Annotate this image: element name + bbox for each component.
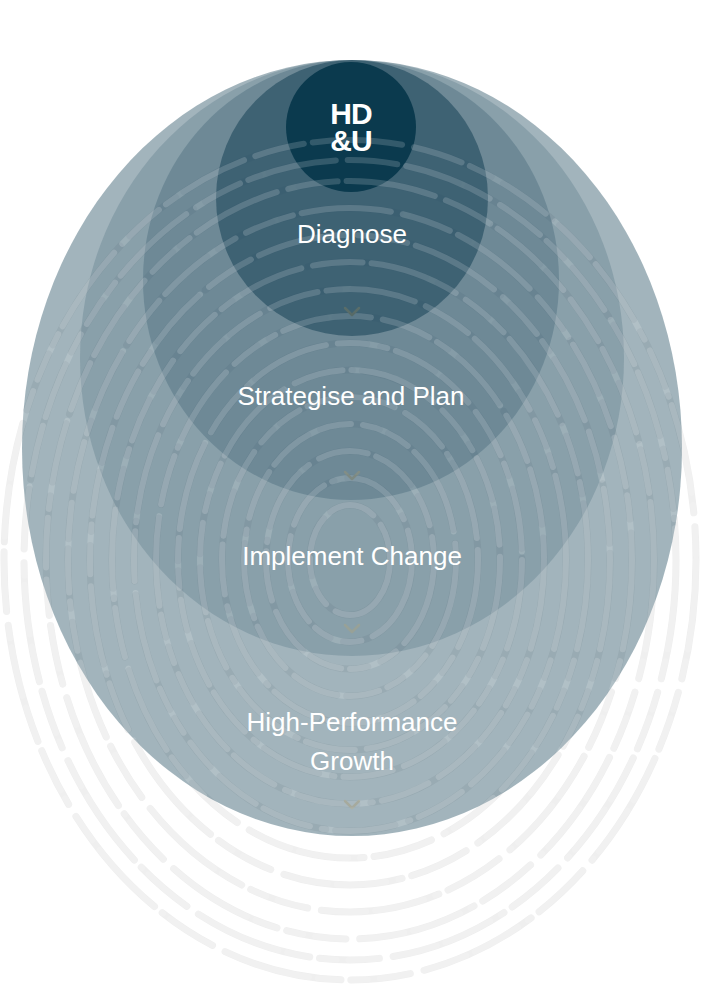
logo-circle: HD &U bbox=[286, 62, 416, 192]
logo-text: HD &U bbox=[330, 100, 371, 154]
growth-ellipse: High-Performance Growth Implement Change S… bbox=[22, 60, 682, 836]
stage-label: Diagnose bbox=[227, 218, 477, 252]
chevron bbox=[345, 472, 359, 479]
chevron bbox=[345, 308, 359, 315]
strategy-ellipse: Strategise and Plan Diagnose HD &U bbox=[143, 60, 559, 500]
chevron bbox=[345, 801, 359, 808]
ellipse-fill bbox=[143, 60, 559, 500]
stage-label: High-Performance Growth bbox=[217, 703, 487, 781]
ellipse-fill bbox=[80, 60, 624, 656]
chevron bbox=[345, 625, 359, 632]
fingerprint-ridges bbox=[4, 140, 696, 980]
ellipse-fill bbox=[22, 60, 682, 836]
flow-chevrons bbox=[345, 308, 359, 808]
ellipse-fill bbox=[216, 60, 488, 336]
ellipse-fill bbox=[286, 62, 416, 192]
diagnose-ellipse: Diagnose HD &U bbox=[216, 60, 488, 336]
stage-label: Strategise and Plan bbox=[171, 380, 531, 414]
implement-ellipse: Implement Change Strategise and Plan Diagn… bbox=[80, 60, 624, 656]
stage-label: Implement Change bbox=[152, 540, 552, 574]
